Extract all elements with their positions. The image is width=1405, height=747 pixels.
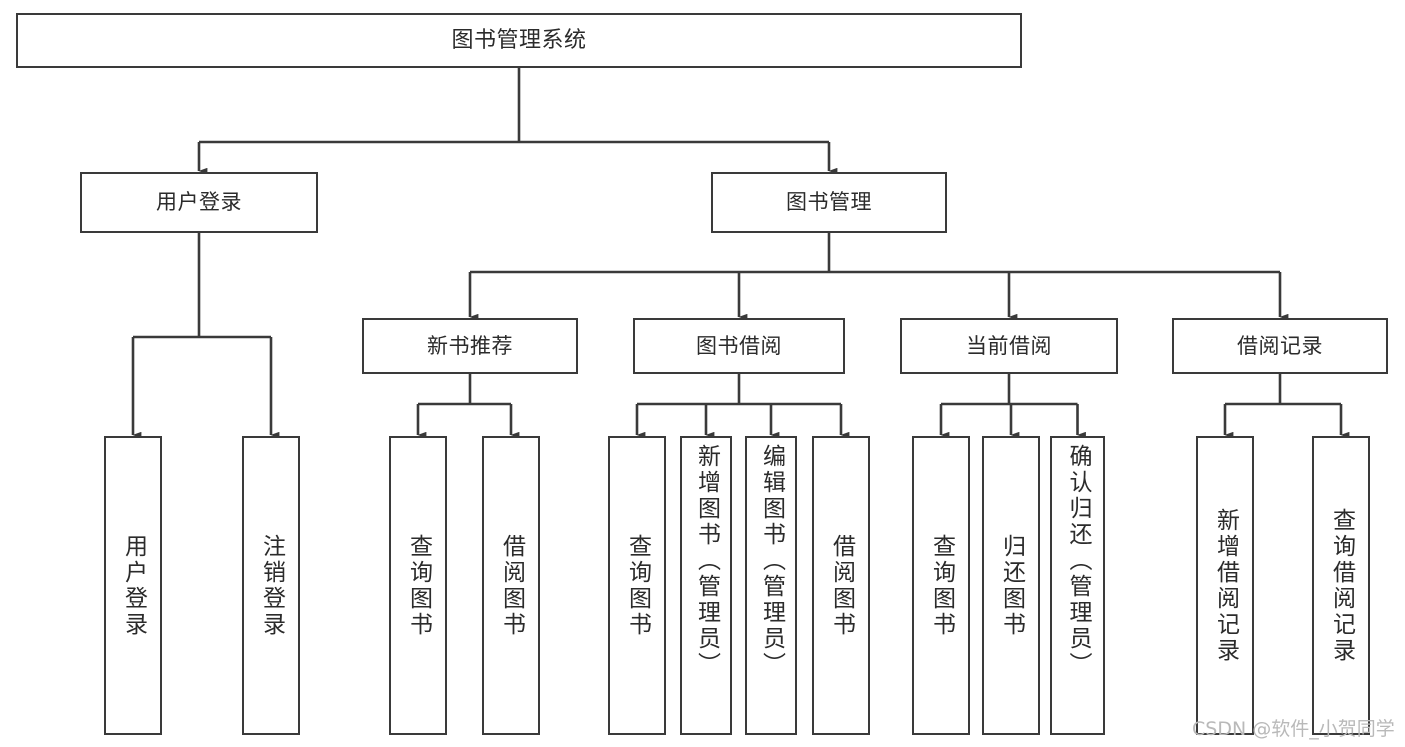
node-label: 新增借阅记录 — [1212, 507, 1239, 664]
node-label: 编辑图书（管理员） — [758, 444, 785, 678]
node-leaf-borrow-book[interactable]: 借阅图书 — [812, 436, 870, 735]
node-label: 当前借阅 — [966, 333, 1052, 358]
node-label: 借阅图书 — [828, 533, 855, 638]
node-label: 查询图书 — [624, 533, 651, 638]
node-borrow-record[interactable]: 借阅记录 — [1172, 318, 1388, 374]
node-book-manage[interactable]: 图书管理 — [711, 172, 947, 233]
node-leaf-borrow-book-recommend[interactable]: 借阅图书 — [482, 436, 540, 735]
node-label: 图书管理 — [786, 190, 872, 215]
node-leaf-logout[interactable]: 注销登录 — [242, 436, 300, 735]
node-leaf-query-borrow-record[interactable]: 查询借阅记录 — [1312, 436, 1370, 735]
node-label: 图书管理系统 — [451, 27, 587, 53]
node-label: 用户登录 — [156, 190, 242, 215]
node-leaf-return-book[interactable]: 归还图书 — [982, 436, 1040, 735]
node-label: 图书借阅 — [696, 333, 782, 358]
node-leaf-add-book[interactable]: 新增图书（管理员） — [680, 436, 732, 735]
node-new-book-recommend[interactable]: 新书推荐 — [362, 318, 578, 374]
node-leaf-query-book-current[interactable]: 查询图书 — [912, 436, 970, 735]
node-label: 确认归还（管理员） — [1065, 444, 1091, 678]
node-leaf-query-book-borrow[interactable]: 查询图书 — [608, 436, 666, 735]
node-label: 借阅图书 — [498, 533, 525, 638]
node-label: 归还图书 — [998, 533, 1025, 638]
node-label: 查询图书 — [928, 533, 955, 638]
node-leaf-add-borrow-record[interactable]: 新增借阅记录 — [1196, 436, 1254, 735]
node-leaf-query-book-recommend[interactable]: 查询图书 — [389, 436, 447, 735]
node-current-borrow[interactable]: 当前借阅 — [900, 318, 1118, 374]
node-label: 新增图书（管理员） — [693, 444, 720, 678]
node-leaf-user-login[interactable]: 用户登录 — [104, 436, 162, 735]
node-label: 查询图书 — [405, 533, 432, 638]
watermark: CSDN @软件_小贺同学 — [1192, 718, 1395, 740]
node-label: 查询借阅记录 — [1328, 507, 1355, 664]
node-leaf-confirm-return[interactable]: 确认归还（管理员） — [1050, 436, 1105, 735]
node-label: 注销登录 — [258, 533, 285, 638]
node-user-login[interactable]: 用户登录 — [80, 172, 318, 233]
node-root[interactable]: 图书管理系统 — [16, 13, 1022, 68]
node-label: 用户登录 — [120, 533, 147, 638]
node-leaf-edit-book[interactable]: 编辑图书（管理员） — [745, 436, 797, 735]
node-label: 新书推荐 — [427, 333, 513, 358]
node-label: 借阅记录 — [1237, 333, 1323, 358]
node-book-borrow[interactable]: 图书借阅 — [633, 318, 845, 374]
